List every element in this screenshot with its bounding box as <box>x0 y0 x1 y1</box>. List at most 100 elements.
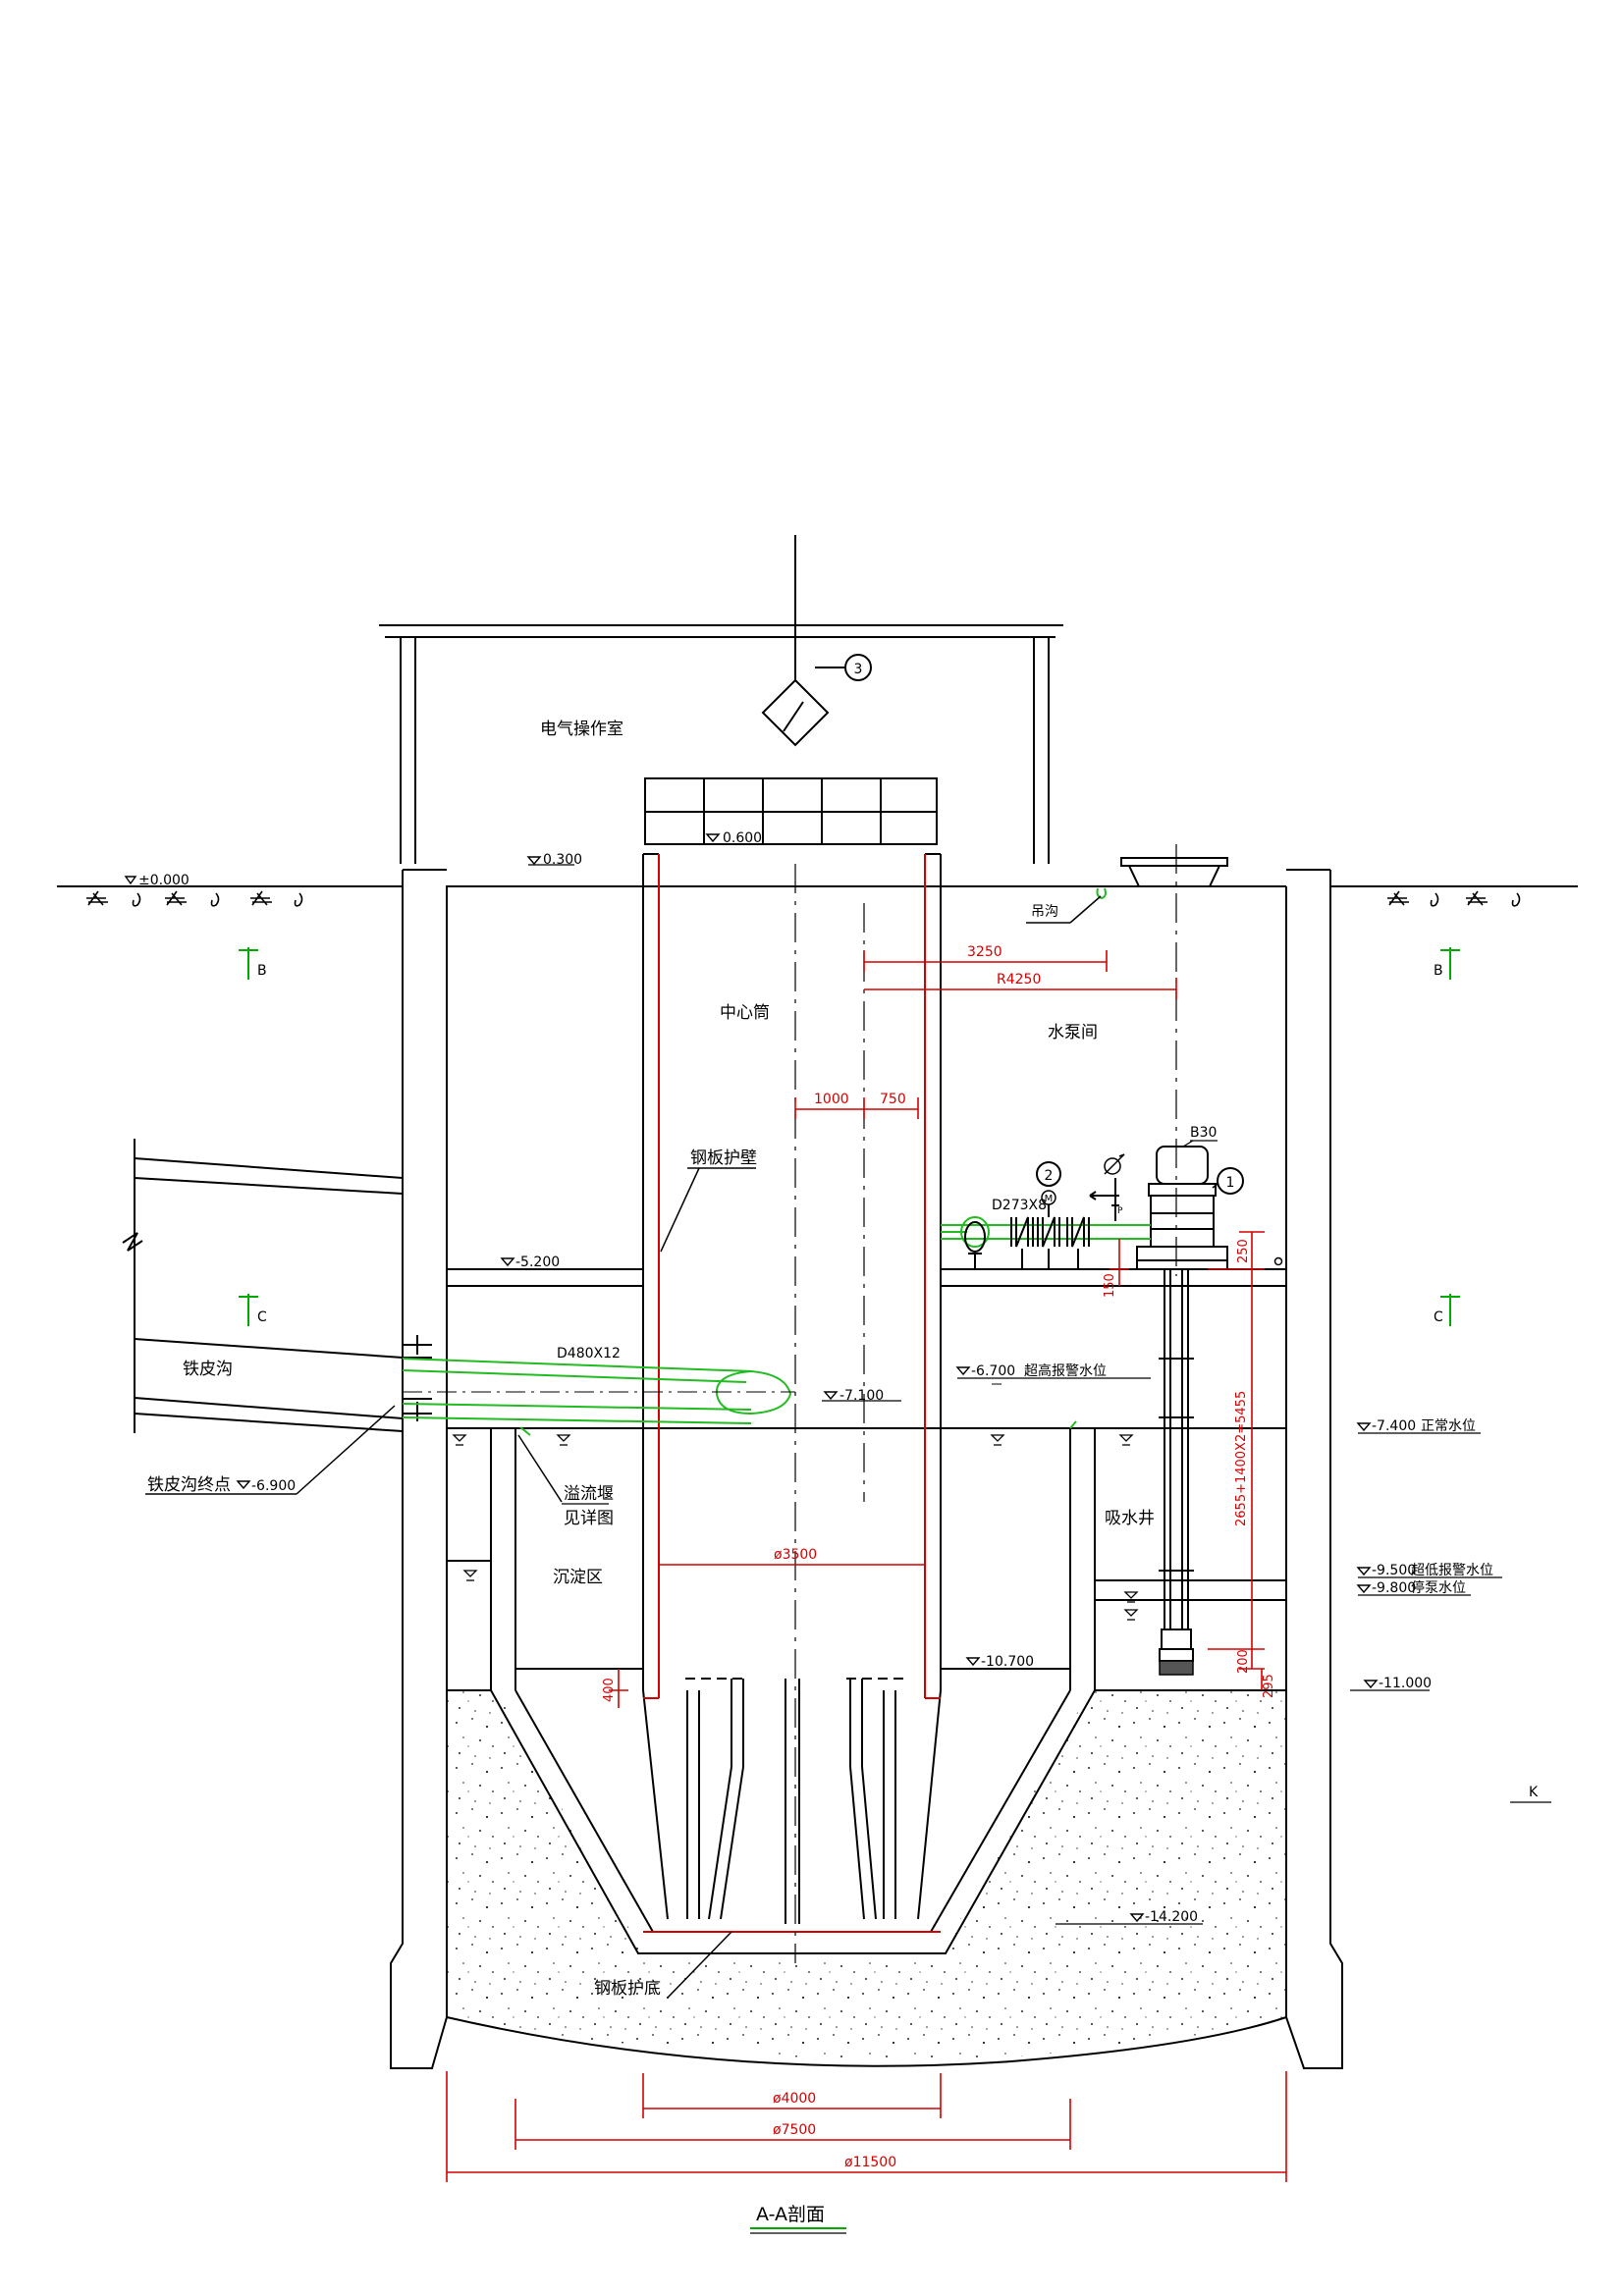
callout-2: 2 <box>1036 1161 1061 1187</box>
top-block <box>644 777 938 845</box>
elev-m5200: -5.200 <box>500 1255 560 1270</box>
callout-2-text: 2 <box>1045 1168 1054 1184</box>
dim-r4250: R4250 <box>997 972 1041 988</box>
elev-m10700-text: -10.700 <box>981 1654 1034 1670</box>
iron-trough <box>122 1139 432 1433</box>
valve-set <box>964 1178 1119 1270</box>
steel-wall-label: 钢板护壁 <box>690 1148 757 1168</box>
elev-m5200-text: -5.200 <box>515 1255 560 1270</box>
pump-model-leader <box>1182 1140 1194 1148</box>
dim-pump-length: 2655+1400X2=5455 <box>1234 1391 1249 1526</box>
alarm-low-text: 超低报警水位 <box>1411 1563 1493 1578</box>
elev-m11000: -11.000 <box>1350 1676 1432 1691</box>
dim-phi11500: ø11500 <box>844 2155 896 2170</box>
lamp-fixture <box>761 535 830 747</box>
overflow-weir-label: 溢流堰 <box>564 1484 614 1504</box>
dim-phi3500: ø3500 <box>774 1547 817 1563</box>
dim-lines <box>446 950 1287 2182</box>
soil-hatch-right <box>1387 890 1521 907</box>
electric-room-structure <box>379 624 1063 864</box>
valve-p-text: P <box>1117 1206 1123 1216</box>
steel-bottom-label: 钢板护底 <box>594 1979 661 1999</box>
settling-zone-label: 沉淀区 <box>553 1568 603 1587</box>
pipe-pump-label: D273X8 <box>992 1198 1047 1213</box>
elev-m14200-text: -14.200 <box>1145 1909 1198 1925</box>
main-inlet-pipe <box>402 1358 792 1424</box>
trough-end-elev-mark <box>236 1480 251 1490</box>
callout-3-text: 3 <box>854 662 863 677</box>
pump-strainer <box>1159 1660 1194 1676</box>
trough-end-label: 铁皮沟终点 <box>147 1475 231 1495</box>
elev-m6700: -6.700 超高报警水位 <box>955 1362 1151 1385</box>
elev-m7100: -7.100 <box>822 1388 901 1404</box>
elev-m14200: -14.200 <box>1056 1909 1203 1925</box>
pressure-gauge: P <box>1104 1153 1125 1216</box>
elev-0600: 0.600 <box>705 830 762 846</box>
section-mark-b-left <box>239 947 258 980</box>
section-c-left-text: C <box>257 1309 267 1325</box>
trough-end-elev-text: -6.900 <box>251 1478 296 1494</box>
crane-trench-label: 吊沟 <box>1031 904 1058 920</box>
elev-m11000-text: -11.000 <box>1379 1676 1432 1691</box>
drawing-title: A-A剖面 <box>756 2204 825 2225</box>
callout-1: 1 <box>1212 1167 1244 1195</box>
water-symbols <box>452 1434 1139 1621</box>
section-b-right-text: B <box>1434 963 1443 979</box>
dim-250: 250 <box>1236 1239 1251 1263</box>
motor-mark-text: M <box>1045 1194 1054 1204</box>
elev-m7100-text: -7.100 <box>839 1388 884 1404</box>
dim-150: 150 <box>1103 1273 1117 1298</box>
pump-model-label: B30 <box>1190 1125 1217 1141</box>
drain-point <box>1273 1256 1283 1266</box>
elev-0600-text: 0.600 <box>723 830 762 846</box>
normal-level-text: 正常水位 <box>1421 1418 1476 1434</box>
centerlines <box>794 844 1177 1963</box>
steel-wall-leader <box>660 1167 700 1253</box>
electric-room-label: 电气操作室 <box>540 720 623 739</box>
elev-m9500: -9.500 超低报警水位 <box>1356 1563 1502 1578</box>
dim-400: 400 <box>602 1678 617 1702</box>
section-b-left-text: B <box>257 963 267 979</box>
iron-trough-label: 铁皮沟 <box>183 1360 233 1379</box>
dim-phi7500: ø7500 <box>773 2122 816 2138</box>
pump-room-label: 水泵间 <box>1048 1023 1098 1042</box>
soil-hatch-left <box>86 890 303 907</box>
suction-well-label: 吸水井 <box>1105 1509 1155 1528</box>
elev-0300: 0.300 <box>526 852 582 868</box>
elev-m9800-text: -9.800 <box>1372 1580 1416 1596</box>
pipe-main-label: D480X12 <box>557 1346 621 1362</box>
elev-ground: ±0.000 <box>124 873 189 888</box>
trough-end-leader <box>296 1405 396 1495</box>
mark-k: K <box>1529 1785 1539 1800</box>
elev-m10700: -10.700 <box>965 1654 1034 1670</box>
elev-m6700-text: -6.700 <box>971 1363 1015 1379</box>
manhole-cover <box>1120 857 1228 887</box>
elev-m9500-text: -9.500 <box>1372 1563 1416 1578</box>
concrete-fill <box>447 1690 1286 2060</box>
callout-3: 3 <box>815 654 872 681</box>
section-c-right-text: C <box>1434 1309 1443 1325</box>
crane-trench-mark <box>1026 887 1107 924</box>
elev-m7400-text: -7.400 <box>1372 1418 1416 1434</box>
section-mark-c-left <box>239 1294 258 1326</box>
see-detail-label: 见详图 <box>564 1509 614 1528</box>
elev-m7400: -7.400 正常水位 <box>1356 1418 1481 1434</box>
elev-m9800: -9.800 停泵水位 <box>1356 1579 1471 1596</box>
dim-200: 200 <box>1236 1649 1251 1674</box>
motor-valve-mark: M <box>1041 1190 1056 1205</box>
elev-0300-text: 0.300 <box>543 852 582 868</box>
dim-3250: 3250 <box>967 944 1002 960</box>
overflow-weir-leader <box>517 1434 563 1503</box>
steel-bottom-leader <box>667 1931 732 1999</box>
callout-1-text: 1 <box>1226 1175 1235 1191</box>
pump-stop-text: 停泵水位 <box>1411 1579 1466 1596</box>
elev-ground-text: ±0.000 <box>138 873 189 888</box>
right-weir-mark <box>1069 1420 1077 1429</box>
overflow-weir-mark <box>519 1426 531 1436</box>
pump-column <box>1159 1269 1194 1662</box>
center-cylinder-label: 中心筒 <box>720 1003 770 1023</box>
dim-phi4000: ø4000 <box>773 2091 816 2107</box>
dim-750: 750 <box>880 1092 906 1107</box>
dim-1000: 1000 <box>814 1092 849 1107</box>
